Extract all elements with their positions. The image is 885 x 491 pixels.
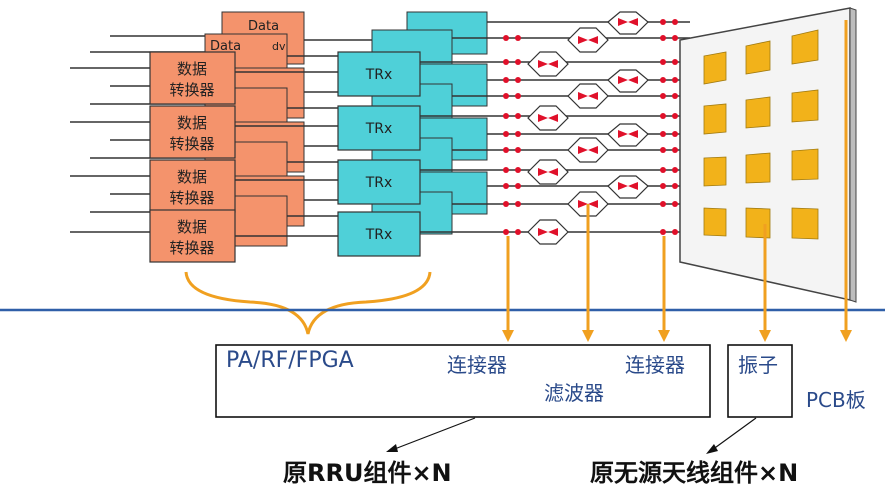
converter-stack: Data Data dv 数据 转换器 — [149, 11, 305, 263]
pa-rf-fpga-label: PA/RF/FPGA — [226, 348, 354, 373]
converter-box-1: 数据 转换器 — [149, 51, 236, 105]
antenna-caption: 原无源天线组件×N — [590, 459, 799, 487]
converter-label-line2: 转换器 — [169, 189, 214, 207]
trx-label: TRx — [365, 227, 393, 243]
filter-triangles — [538, 18, 638, 236]
grouping-brace — [184, 271, 432, 335]
trx-label: TRx — [365, 175, 393, 191]
trx-box-2: TRx — [337, 105, 421, 151]
converter-label-line2: 转换器 — [169, 239, 214, 257]
caption-arrows — [386, 417, 757, 454]
trx-box-4: TRx — [337, 211, 421, 257]
dv-label: dv — [272, 40, 286, 53]
connector-label-left: 连接器 — [447, 353, 507, 377]
antenna-panel — [679, 7, 857, 303]
rru-caption: 原RRU组件×N — [283, 459, 452, 487]
filter-label: 滤波器 — [544, 381, 604, 405]
rru-component-box — [215, 344, 711, 418]
converter-label-line1: 数据 — [177, 168, 207, 186]
converter-label-line1: 数据 — [177, 218, 207, 236]
converter-label-line2: 转换器 — [169, 81, 214, 99]
pcb-label: PCB板 — [806, 388, 866, 412]
converter-box-4: 数据 转换器 — [149, 209, 236, 263]
trx-stack: TRx TRx TRx TRx — [337, 11, 488, 257]
trx-box-1: TRx — [337, 51, 421, 97]
data-label: Data — [210, 39, 241, 54]
connector-dots-right — [660, 19, 678, 235]
trx-label: TRx — [365, 121, 393, 137]
connector-label-right: 连接器 — [625, 353, 685, 377]
element-label: 振子 — [738, 353, 778, 377]
converter-box-2: 数据 转换器 — [149, 105, 236, 159]
converter-label-line1: 数据 — [177, 114, 207, 132]
converter-box-3: 数据 转换器 — [149, 159, 236, 213]
passive-antenna-box — [727, 344, 793, 418]
trx-box-3: TRx — [337, 159, 421, 205]
trx-label: TRx — [365, 67, 393, 83]
converter-label-line2: 转换器 — [169, 135, 214, 153]
pointer-arrows — [502, 20, 852, 342]
connector-dots-left — [503, 35, 521, 235]
converter-label-line1: 数据 — [177, 60, 207, 78]
antenna-patches — [703, 29, 819, 240]
data-label: Data — [248, 19, 279, 34]
